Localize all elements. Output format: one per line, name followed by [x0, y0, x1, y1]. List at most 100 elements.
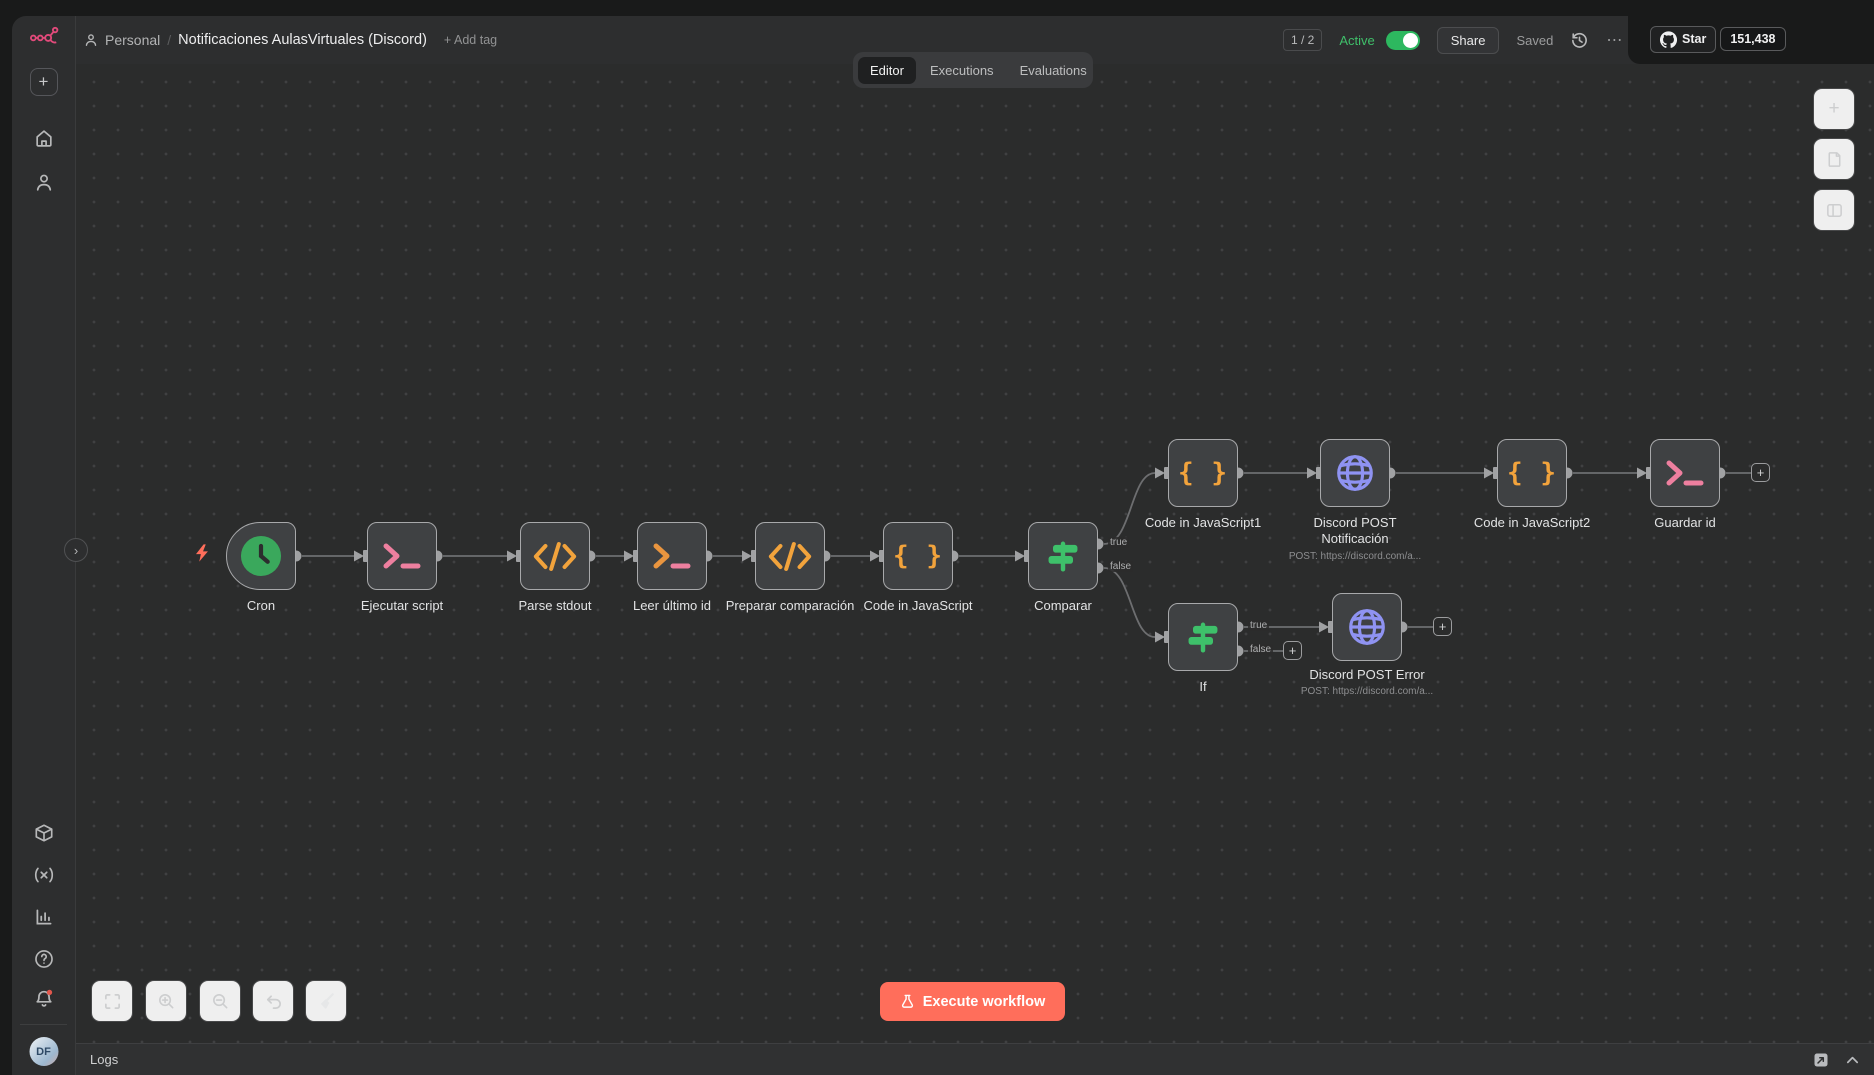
history-icon[interactable]: [1570, 31, 1589, 50]
node-code-in-javascript2[interactable]: { }: [1497, 439, 1567, 507]
breadcrumb-separator: /: [167, 32, 172, 48]
node-label: Cron: [246, 598, 276, 613]
active-toggle[interactable]: [1385, 30, 1420, 50]
node-code-in-javascript1[interactable]: { }: [1168, 439, 1238, 507]
code-icon: [533, 541, 577, 572]
clock-icon: [240, 535, 282, 577]
saved-status: Saved: [1516, 32, 1554, 48]
node-discord-post-error[interactable]: [1332, 593, 1402, 661]
share-button[interactable]: Share: [1436, 26, 1500, 54]
n8n-logo-icon: [29, 24, 59, 50]
node-label: Guardar id: [1654, 515, 1716, 530]
tab-evaluations[interactable]: Evaluations: [1019, 62, 1087, 78]
node-guardar-id[interactable]: [1650, 439, 1720, 507]
node-if[interactable]: [1168, 603, 1238, 671]
workflow-canvas[interactable]: [76, 64, 1874, 1043]
execute-workflow-label: Execute workflow: [922, 993, 1046, 1010]
add-node-endpoint[interactable]: +: [1283, 641, 1302, 660]
view-tabbar: Editor Executions Evaluations: [853, 52, 1093, 88]
switch-icon: [1043, 536, 1083, 576]
header-controls: 1 / 2 Active Share Saved ⋯: [1283, 16, 1623, 64]
node-sublabel: POST: https://discord.com/a...: [1300, 686, 1434, 698]
sticky-note-icon[interactable]: [1813, 138, 1855, 180]
project-person-icon: [84, 33, 98, 47]
github-widget: Star 151,438: [1628, 0, 1874, 64]
terminal-icon: [652, 542, 692, 570]
branch-label-false: false: [1248, 644, 1274, 655]
user-icon[interactable]: [33, 172, 54, 193]
braces-icon: { }: [893, 541, 943, 571]
open-logs-window-icon[interactable]: [1813, 1052, 1829, 1068]
help-icon[interactable]: [33, 948, 55, 970]
globe-icon: [1346, 606, 1388, 648]
node-label: Discord POST Error POST: https://discord…: [1282, 667, 1452, 699]
insights-chart-icon[interactable]: [33, 906, 55, 928]
node-label: Parse stdout: [518, 598, 592, 613]
node-label: If: [1199, 679, 1207, 694]
add-node-button[interactable]: +: [1813, 88, 1855, 130]
node-label: Comparar: [1034, 598, 1092, 613]
github-star-label: Star: [1682, 32, 1707, 46]
templates-icon[interactable]: [33, 822, 55, 844]
trigger-bolt-icon: [196, 544, 209, 562]
logs-panel-header[interactable]: Logs: [76, 1043, 1874, 1075]
logs-title: Logs: [90, 1052, 119, 1067]
github-icon: [1660, 30, 1677, 48]
pagination-badge: 1 / 2: [1283, 29, 1323, 51]
add-node-endpoint[interactable]: +: [1433, 617, 1452, 636]
node-label: Preparar comparación: [725, 598, 855, 613]
undo-button[interactable]: [252, 980, 294, 1022]
add-tag-button[interactable]: + Add tag: [443, 33, 498, 47]
breadcrumb: Personal / Notificaciones AulasVirtuales…: [84, 16, 497, 64]
node-code-in-javascript[interactable]: { }: [883, 522, 953, 590]
sidebar-divider: [20, 1024, 67, 1025]
node-leer-ultimo-id[interactable]: [637, 522, 707, 590]
node-comparar[interactable]: [1028, 522, 1098, 590]
sidebar-expand-chevron[interactable]: ›: [64, 538, 88, 562]
node-preparar-comparacion[interactable]: [755, 522, 825, 590]
breadcrumb-project[interactable]: Personal: [105, 32, 161, 48]
tab-executions[interactable]: Executions: [929, 62, 994, 78]
braces-icon: { }: [1507, 458, 1557, 488]
add-node-endpoint[interactable]: +: [1751, 463, 1770, 482]
workflow-title[interactable]: Notificaciones AulasVirtuales (Discord): [178, 32, 427, 48]
add-workflow-button[interactable]: +: [29, 68, 58, 96]
node-cron[interactable]: [226, 522, 296, 590]
node-label: Code in JavaScript: [863, 598, 973, 613]
node-parse-stdout[interactable]: [520, 522, 590, 590]
panel-toggle-icon[interactable]: [1813, 189, 1855, 231]
branch-label-false: false: [1108, 561, 1134, 572]
notifications-bell-icon[interactable]: [32, 988, 55, 1011]
branch-label-true: true: [1248, 620, 1270, 631]
zoom-in-button[interactable]: [145, 980, 187, 1022]
braces-icon: { }: [1178, 458, 1228, 488]
node-sublabel: POST: https://discord.com/a...: [1288, 550, 1422, 562]
home-icon[interactable]: [33, 128, 54, 149]
tab-editor[interactable]: Editor: [858, 56, 916, 84]
expand-logs-chevron-up-icon[interactable]: [1845, 1054, 1860, 1066]
terminal-icon: [382, 542, 422, 570]
active-label: Active: [1339, 32, 1375, 48]
zoom-out-button[interactable]: [199, 980, 241, 1022]
node-label: Discord POST Notificación POST: https://…: [1270, 515, 1440, 563]
variables-icon[interactable]: [33, 864, 55, 886]
node-label-text: Discord POST Notificación: [1313, 515, 1397, 547]
execute-workflow-button[interactable]: Execute workflow: [880, 982, 1065, 1021]
github-star-button[interactable]: Star: [1650, 25, 1717, 53]
node-label: Ejecutar script: [360, 598, 444, 613]
code-icon: [768, 541, 812, 572]
node-ejecutar-script[interactable]: [367, 522, 437, 590]
github-star-count[interactable]: 151,438: [1720, 27, 1786, 51]
tidy-up-broom-icon[interactable]: [305, 980, 347, 1022]
terminal-icon: [1665, 459, 1705, 487]
node-label: Code in JavaScript1: [1144, 515, 1262, 530]
more-options-icon[interactable]: ⋯: [1606, 32, 1624, 49]
node-label-text: Discord POST Error: [1309, 667, 1425, 682]
avatar[interactable]: DF: [29, 1037, 58, 1066]
fit-view-button[interactable]: [91, 980, 133, 1022]
switch-icon: [1183, 617, 1223, 657]
globe-icon: [1334, 452, 1376, 494]
branch-label-true: true: [1108, 537, 1130, 548]
node-label: Leer último id: [632, 598, 712, 613]
node-discord-post-notificacion[interactable]: [1320, 439, 1390, 507]
